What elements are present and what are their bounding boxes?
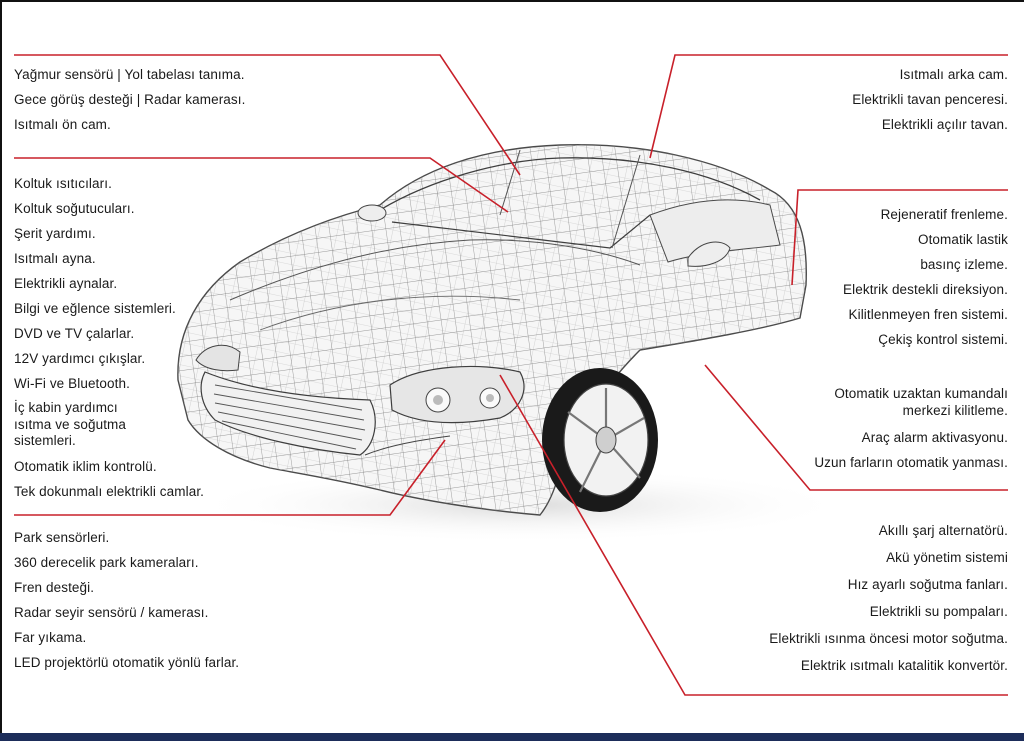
label-item: merkezi kilitleme. — [902, 402, 1008, 418]
label-group-middle-right: Rejeneratif frenleme. Otomatik lastik ba… — [843, 202, 1008, 352]
label-item: Elektrikli ısınma öncesi motor soğutma. — [769, 631, 1008, 646]
car-wireframe-icon — [177, 143, 807, 516]
label-item: Park sensörleri. — [14, 530, 110, 545]
leader-middle-left — [14, 157, 509, 213]
label-item: ısıtma ve soğutma — [14, 416, 126, 432]
label-item: Otomatik iklim kontrolü. — [14, 458, 157, 474]
label-item: Akıllı şarj alternatörü. — [878, 523, 1008, 538]
label-item: Elektrikli açılır tavan. — [881, 117, 1008, 132]
leader-bottom-left — [14, 439, 446, 516]
label-item: Akü yönetim sistemi — [886, 550, 1008, 565]
label-item: Şerit yardımı. — [14, 226, 96, 241]
label-item: 360 derecelik park kameraları. — [14, 555, 199, 570]
label-item: Wi-Fi ve Bluetooth. — [14, 376, 130, 391]
leader-lower-right — [704, 364, 1008, 491]
label-item: Kilitlenmeyen fren sistemi. — [848, 307, 1008, 322]
label-item: Elektrikli tavan penceresi. — [852, 92, 1008, 107]
label-group-middle-left: Koltuk ısıtıcıları. Koltuk soğutucuları.… — [14, 171, 204, 504]
front-wheel — [542, 368, 658, 512]
label-item: Hız ayarlı soğutma fanları. — [847, 577, 1008, 592]
bottom-navy-bar — [0, 733, 1024, 741]
label-item: sistemleri. — [14, 433, 76, 448]
label-item: Isıtmalı arka cam. — [899, 67, 1008, 82]
frame-left-edge — [0, 0, 2, 741]
leader-top-left — [14, 54, 521, 176]
label-item: Radar seyir sensörü / kamerası. — [14, 605, 209, 620]
label-item: Bilgi ve eğlence sistemleri. — [14, 301, 176, 316]
label-item: Araç alarm aktivasyonu. — [861, 430, 1008, 445]
label-item: Tek dokunmalı elektrikli camlar. — [14, 483, 205, 499]
label-group-bottom-right: Akıllı şarj alternatörü. Akü yönetim sis… — [769, 517, 1008, 679]
label-item: LED projektörlü otomatik yönlü farlar. — [14, 655, 240, 670]
leader-middle-right — [791, 189, 1008, 286]
label-item: Gece görüş desteği | Radar kamerası. — [14, 92, 246, 107]
leader-bottom-right — [499, 374, 1008, 696]
label-item: basınç izleme. — [920, 257, 1008, 272]
label-group-lower-right: Otomatik uzaktan kumandalı merkezi kilit… — [814, 386, 1008, 475]
label-group-top-left: Yağmur sensörü | Yol tabelası tanıma. Ge… — [14, 62, 245, 137]
label-item: Uzun farların otomatik yanması. — [814, 455, 1008, 470]
label-item: 12V yardımcı çıkışlar. — [14, 351, 146, 366]
label-item: Elektrikli aynalar. — [14, 276, 118, 291]
label-item: Fren desteği. — [14, 580, 95, 595]
leader-top-right — [649, 54, 1008, 159]
label-item: Yağmur sensörü | Yol tabelası tanıma. — [14, 67, 245, 82]
label-item: Otomatik uzaktan kumandalı — [834, 386, 1008, 401]
left-headlight — [195, 344, 241, 372]
label-item: İç kabin yardımcı — [14, 400, 118, 415]
label-item: Isıtmalı ön cam. — [14, 117, 111, 132]
label-item: Elektrik ısıtmalı katalitik konvertör. — [800, 658, 1008, 673]
label-item: Otomatik lastik — [917, 232, 1008, 247]
label-item: Çekiş kontrol sistemi. — [878, 332, 1008, 347]
label-item: Far yıkama. — [14, 630, 87, 645]
label-item: Koltuk soğutucuları. — [14, 201, 135, 216]
right-headlight — [389, 365, 525, 424]
label-item: Koltuk ısıtıcıları. — [14, 176, 112, 191]
label-item: Elektrik destekli direksiyon. — [843, 282, 1008, 297]
front-grille — [213, 384, 366, 450]
label-item: Elektrikli su pompaları. — [869, 604, 1008, 619]
label-item: Rejeneratif frenleme. — [880, 207, 1008, 222]
label-group-bottom-left: Park sensörleri. 360 derecelik park kame… — [14, 525, 239, 675]
frame-top-edge — [0, 0, 1024, 2]
label-group-top-right: Isıtmalı arka cam. Elektrikli tavan penc… — [852, 62, 1008, 137]
label-item: Isıtmalı ayna. — [14, 251, 96, 266]
label-item: DVD ve TV çalarlar. — [14, 326, 135, 341]
